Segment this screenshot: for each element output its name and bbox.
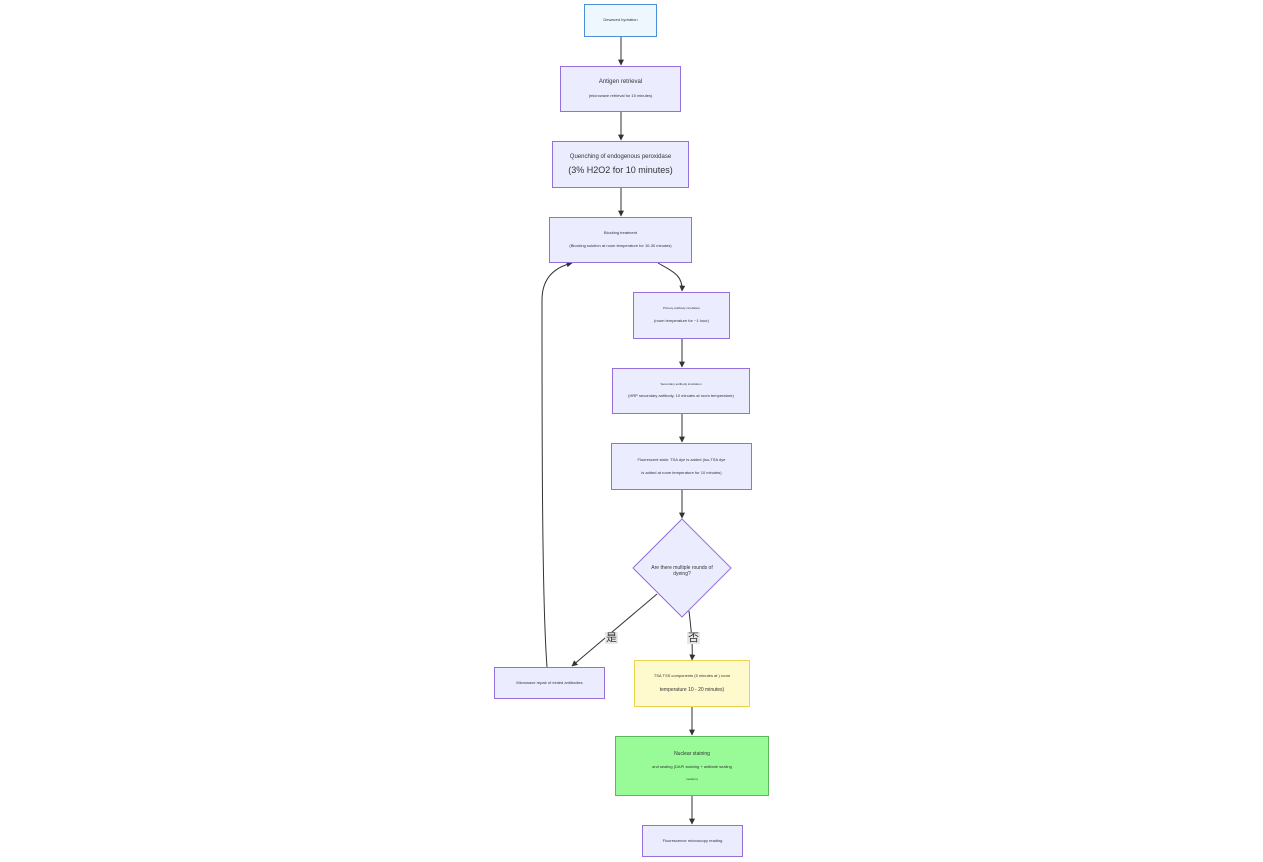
node-secondary-subtitle: (HRP secondary antibody, 10 minutes at r… — [628, 393, 734, 399]
edge-block-primary — [657, 262, 686, 292]
node-nuclear-staining: Nuclear staining and sealing (DAPI stain… — [615, 736, 769, 796]
node-antigen-retrieval: Antigen retrieval (microwave retrieval f… — [560, 66, 681, 112]
node-quench-peroxidase: Quenching of endogenous peroxidase (3% H… — [552, 141, 689, 188]
node-nuclear-line2: medium) — [686, 776, 698, 781]
node-final-label: Fluorescence microscopy reading — [662, 837, 723, 843]
node-nuclear-line1: and sealing (DAPI staining + antifade se… — [652, 763, 732, 769]
node-quench-title: Quenching of endogenous peroxidase — [569, 153, 672, 160]
node-dewaxed-label: Dewaxed hydration — [603, 17, 638, 23]
node-secondary-antibody: Secondary antibody incubation (HRP secon… — [612, 368, 750, 414]
decision-label: Are there multiple rounds of dyeing? — [651, 565, 713, 577]
node-primary-subtitle: (room temperature for ~1 hour) — [653, 317, 710, 323]
node-nuclear-title: Nuclear staining — [674, 750, 710, 757]
edge-decision-yes — [571, 593, 658, 667]
node-fluorescence-reading: Fluorescence microscopy reading — [642, 825, 743, 857]
node-microwave-label: Microwave repair of eluted antibodies — [516, 679, 583, 685]
node-blocking-subtitle: (Blocking solution at room temperature f… — [569, 243, 672, 248]
node-primary-antibody: Primary antibody incubation (room temper… — [633, 292, 730, 339]
node-microwave-repair: Microwave repair of eluted antibodies — [494, 667, 605, 699]
node-fluorescent-stain: Fluorescent stain: TSA dye is added (iso… — [611, 443, 752, 490]
node-blocking-treatment: Blocking treatment (Blocking solution at… — [549, 217, 692, 263]
node-tsa-comp-line2: temperature 10 - 20 minutes) — [659, 686, 725, 693]
node-tsa-line1: Fluorescent stain: TSA dye is added (iso… — [637, 456, 726, 462]
edge-label-no: 否 — [687, 632, 700, 644]
decision-diamond — [632, 518, 732, 618]
node-tsa-comp-line1: TSA TSS components (5 minutes at ) room — [653, 673, 731, 679]
edge-microwave-block — [541, 261, 573, 668]
node-secondary-title: Secondary antibody incubation — [660, 381, 702, 386]
node-tsa-line2: is added at room temperature for 10 minu… — [641, 469, 722, 475]
node-antigen-title: Antigen retrieval — [598, 79, 643, 85]
node-antigen-subtitle: (microwave retrieval for 15 minutes) — [588, 93, 653, 99]
node-primary-title: Primary antibody incubation — [662, 306, 701, 311]
edge-label-yes: 是 — [605, 632, 618, 644]
node-blocking-title: Blocking treatment — [603, 230, 638, 236]
node-tsa-components: TSA TSS components (5 minutes at ) room … — [634, 660, 750, 707]
node-quench-subtitle: (3% H2O2 for 10 minutes) — [568, 164, 673, 175]
node-dewaxed-hydration: Dewaxed hydration — [584, 4, 657, 37]
